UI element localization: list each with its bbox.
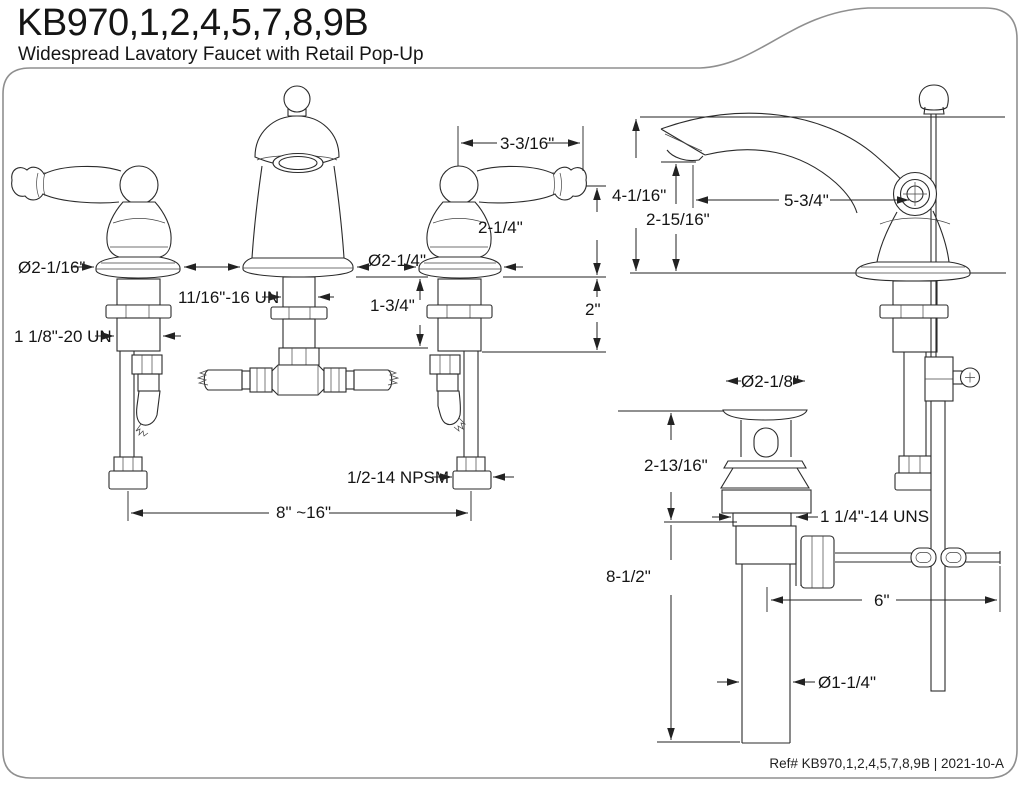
dim-tailpiece-diameter: Ø1-1/4" [818,673,876,692]
dim-spout-height: 4-1/16" [612,186,666,205]
dim-supply-thread: 1/2-14 NPSM [347,468,449,487]
dim-spout-base-diameter: Ø2-1/4" [368,251,426,270]
front-dimensions: Ø2-1/16" Ø2-1/4" 11/16"-16 UN 1 1/8"-20 … [14,126,606,522]
front-view: Ø2-1/16" Ø2-1/4" 11/16"-16 UN 1 1/8"-20 … [11,85,606,522]
dim-handle-width: 3-3/16" [500,134,554,153]
dim-outlet-height: 2-15/16" [646,210,710,229]
side-dimensions: 4-1/16" 2-15/16" 5-3/4" [612,119,909,271]
dim-drain-body-thread: 1 1/4"-14 UNS [820,507,929,526]
dim-drain-flange-diameter: Ø2-1/8" [741,372,799,391]
side-view: 4-1/16" 2-15/16" 5-3/4" [612,84,1006,692]
dim-spout-reach: 5-3/4" [784,191,829,210]
dim-rod-length: 6" [874,591,890,610]
dim-handle-height: 2-1/4" [478,218,523,237]
drain-dimensions: Ø2-1/8" 2-13/16" 8-1/2" 1 1/4"-14 UNS 6"… [606,372,1001,743]
dim-drain-upper-height: 2-13/16" [644,456,708,475]
dim-shank-length: 2" [585,300,601,319]
right-handle-drawing [418,165,587,490]
dim-spout-shank-length: 1-3/4" [370,296,415,315]
lift-rod-drawing [918,84,949,360]
dim-handle-shank-thread: 1 1/8"-20 UN [14,327,112,346]
dim-drain-overall-height: 8-1/2" [606,567,651,586]
side-spout-drawing [660,112,971,491]
drain-assembly: Ø2-1/8" 2-13/16" 8-1/2" 1 1/4"-14 UNS 6"… [606,372,1001,744]
sheet-border [2,7,1018,779]
center-spout-drawing [196,85,400,396]
drain-drawing [720,409,835,744]
dim-faucet-centers: 8" ~16" [276,503,331,522]
dim-spout-shank-thread: 11/16"-16 UN [178,288,279,307]
left-handle-drawing [11,165,181,490]
title-block: KB970,1,2,4,5,7,8,9B Widespread Lavatory… [17,2,424,65]
dim-handle-base-diameter: Ø2-1/16" [18,258,85,277]
reference-number: Ref# KB970,1,2,4,5,7,8,9B | 2021-10-A [769,756,1004,771]
lift-strap-drawing [835,356,1001,692]
page-title: KB970,1,2,4,5,7,8,9B [17,2,368,44]
page-subtitle: Widespread Lavatory Faucet with Retail P… [18,44,424,65]
